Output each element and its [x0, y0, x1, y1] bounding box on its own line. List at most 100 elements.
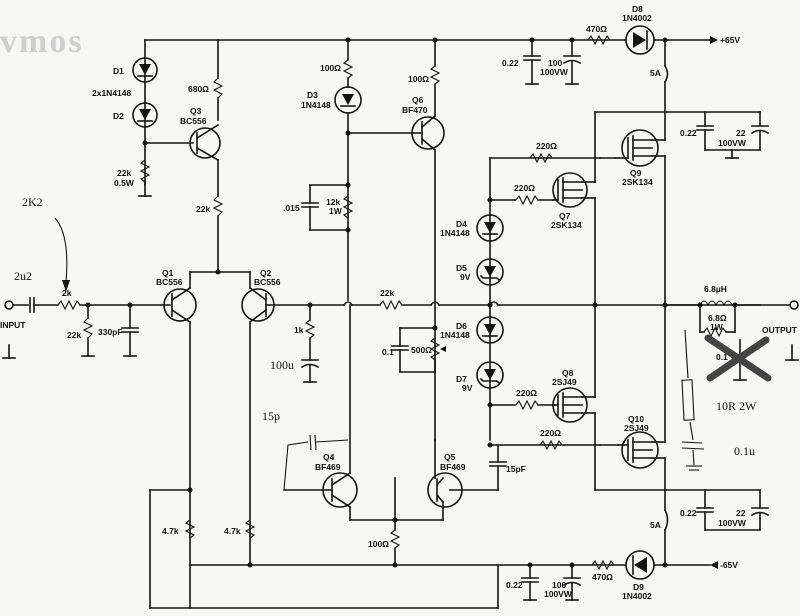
r47k-b-label: 4.7k [224, 526, 241, 536]
r100-q6-label: 100Ω [408, 74, 429, 84]
hand-drawn-zobel [681, 329, 705, 471]
c022-q10 [696, 489, 714, 531]
q6-part: BF470 [402, 105, 428, 115]
d8-label: D8 [632, 4, 643, 14]
d6-label: D6 [456, 321, 467, 331]
c022-top-label: 0.22 [502, 58, 519, 68]
d7-zener [476, 361, 504, 389]
d1-part: 2x1N4148 [92, 88, 132, 98]
r500-pot[interactable] [429, 337, 446, 361]
r22k-input [82, 317, 94, 339]
c330pf-label: 330pF [98, 327, 123, 337]
r22k-05w-rating: 0.5W [114, 178, 135, 188]
c100-top-rating: 100VW [540, 67, 569, 77]
r1k [304, 319, 316, 339]
c022-top [523, 39, 541, 85]
r100-top-label: 100Ω [320, 63, 341, 73]
c022-q10-label: 0.22 [680, 508, 697, 518]
r47k-a-label: 4.7k [162, 526, 179, 536]
r100-q6 [429, 65, 441, 85]
c01-label: 0.1 [382, 347, 394, 357]
hand-drawn-15p-cap [283, 434, 349, 491]
r220-q7 [515, 194, 539, 206]
d8-part: 1N4002 [622, 13, 652, 23]
zobel-resistor-note: 10R 2W [716, 399, 757, 413]
d1-label: D1 [113, 66, 124, 76]
note-15p: 15p [262, 409, 280, 423]
l68-label: 6.8µH [704, 284, 727, 294]
d8-diode [625, 25, 655, 55]
r1k-label: 1k [294, 325, 304, 335]
r470-top-label: 470Ω [586, 24, 607, 34]
q4-part: BF469 [315, 462, 341, 472]
q7-mosfet [552, 172, 588, 208]
q5-part: BF469 [440, 462, 466, 472]
q10-part: 2SJ49 [624, 423, 649, 433]
d4-label: D4 [456, 219, 467, 229]
d9-diode [625, 550, 655, 580]
r680 [212, 77, 224, 99]
r2k-label: 2k [62, 288, 72, 298]
zobel-cap-note: 0.1u [734, 444, 755, 458]
r68-rating: 1W [710, 322, 724, 332]
r47k-b [244, 519, 256, 539]
q2-label: Q2 [260, 268, 272, 278]
r12k-label: 12k [326, 197, 340, 207]
r220-q8 [515, 399, 539, 411]
note-2u2: 2u2 [14, 269, 32, 283]
fuse-bottom [663, 489, 669, 566]
output-terminal[interactable] [789, 300, 799, 310]
c22-q10 [750, 489, 770, 531]
r22k-input-label: 22k [67, 330, 81, 340]
d7-label: D7 [456, 374, 467, 384]
input-terminal[interactable] [4, 300, 14, 310]
crossed-out-mark [704, 334, 772, 382]
r2k-input [57, 299, 81, 311]
r22k-feedback [379, 299, 403, 311]
c22-q10-rating: 100VW [718, 518, 747, 528]
r47k-a [184, 519, 196, 539]
output-label: OUTPUT [762, 325, 798, 335]
fuse-bottom-label: 5A [650, 520, 661, 530]
r12k [342, 195, 354, 219]
q9-label: Q9 [630, 168, 642, 178]
q4-label: Q4 [323, 452, 335, 462]
note-2k2-arrow [54, 217, 68, 283]
d6-part: 1N4148 [440, 330, 470, 340]
c100-top [562, 39, 582, 85]
top-rail [144, 36, 718, 44]
c100-bottom-label: 100 [552, 580, 566, 590]
r22k-05w-label: 22k [117, 168, 131, 178]
d9-label: D9 [633, 582, 644, 592]
r220-q9 [529, 152, 553, 164]
c022-q9 [696, 111, 714, 151]
q7-label: Q7 [559, 211, 571, 221]
r220-q9-label: 220Ω [536, 141, 557, 151]
c22-q9-label: 22 [736, 128, 746, 138]
c022-bottom [521, 564, 539, 601]
q3-part: BC556 [180, 116, 207, 126]
input-label: INPUT [0, 320, 26, 330]
c15pf-label: 15pF [506, 464, 526, 474]
d1-diode [132, 57, 158, 83]
c22-q10-label: 22 [736, 508, 746, 518]
r22k-q3 [212, 195, 224, 217]
r12k-rating: 1W [329, 206, 343, 216]
q1-part: BC556 [156, 277, 183, 287]
note-2k2: 2K2 [22, 195, 43, 209]
watermark-text: vmos [0, 23, 84, 60]
q1-label: Q1 [162, 268, 174, 278]
r01-label: 0.1 [716, 352, 728, 362]
q6-transistor [411, 114, 445, 152]
d6-diode [476, 316, 504, 344]
q10-mosfet [617, 431, 659, 469]
q2-part: BC556 [254, 277, 281, 287]
r680-label: 680Ω [188, 84, 209, 94]
q3-transistor [189, 123, 221, 162]
c22-q9-rating: 100VW [718, 138, 747, 148]
r220-q7-label: 220Ω [514, 183, 535, 193]
r470-bottom [591, 559, 615, 571]
r22k-q3-label: 22k [196, 204, 210, 214]
